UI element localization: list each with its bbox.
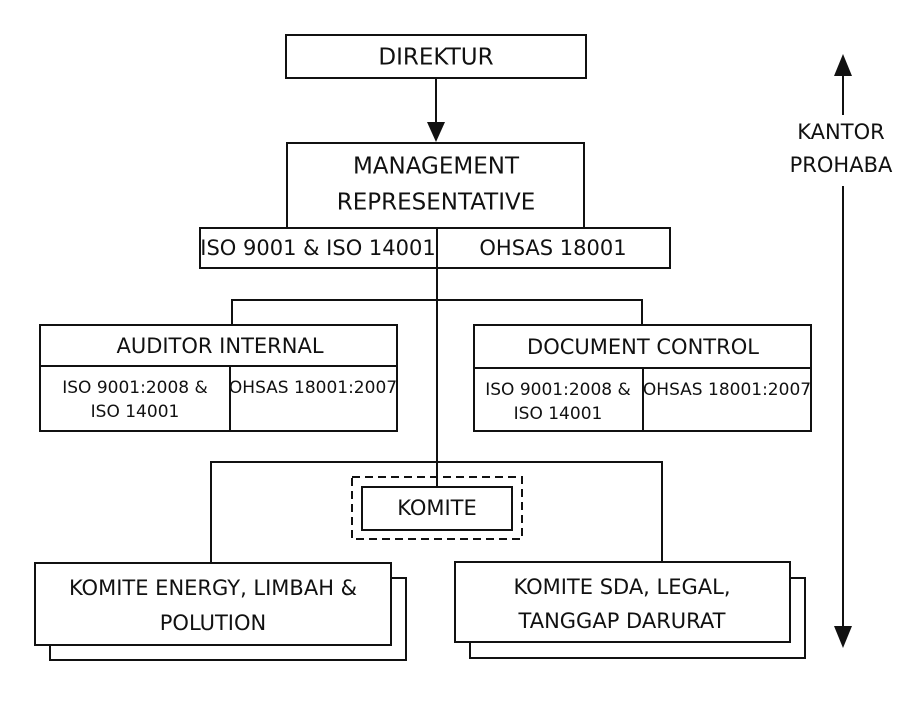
connector-bottom-branch [210, 461, 663, 563]
document-control-title: DOCUMENT CONTROL [527, 335, 759, 359]
connector-middle-branch [231, 299, 643, 325]
mr-standards-box [199, 227, 671, 269]
komite-energy-line-2: POLUTION [160, 611, 266, 635]
mr-standard-ohsas-18001: OHSAS 18001 [479, 236, 626, 260]
komite-energy-box [34, 562, 392, 646]
auditor-internal-iso-line-1: ISO 9001:2008 & [62, 378, 208, 398]
auditor-internal-node: AUDITOR INTERNAL ISO 9001:2008 & ISO 140… [39, 324, 398, 432]
komite-box [361, 486, 513, 531]
arrow-up-icon [834, 54, 852, 76]
komite-sda-line-1: KOMITE SDA, LEGAL, [513, 575, 730, 599]
document-control-ohsas: OHSAS 18001:2007 [643, 380, 811, 400]
komite-energy-node: KOMITE ENERGY, LIMBAH & POLUTION [34, 562, 407, 661]
side-label-line-2: PROHABA [790, 153, 893, 177]
komite-dashed-frame [351, 476, 523, 540]
document-control-iso-line-2: ISO 14001 [514, 404, 603, 424]
side-label-line-1: KANTOR [797, 120, 884, 144]
arrow-down-icon [427, 122, 445, 142]
direktur-box [285, 34, 587, 79]
komite-sda-node: KOMITE SDA, LEGAL, TANGGAP DARURAT [454, 561, 806, 659]
document-control-iso-line-1: ISO 9001:2008 & [485, 380, 631, 400]
auditor-internal-box [39, 324, 398, 432]
direktur-label: DIREKTUR [378, 45, 493, 71]
komite-sda-line-2: TANGGAP DARURAT [518, 609, 726, 633]
arrow-down-icon [834, 626, 852, 648]
mr-standard-iso-9001-14001: ISO 9001 & ISO 14001 [200, 236, 435, 260]
auditor-internal-title: AUDITOR INTERNAL [116, 334, 323, 358]
document-control-node: DOCUMENT CONTROL ISO 9001:2008 & ISO 140… [473, 324, 812, 432]
management-representative-line-2: REPRESENTATIVE [337, 190, 536, 216]
auditor-internal-ohsas: OHSAS 18001:2007 [229, 378, 397, 398]
auditor-internal-iso-line-2: ISO 14001 [91, 402, 180, 422]
komite-label: KOMITE [397, 496, 477, 520]
komite-energy-line-1: KOMITE ENERGY, LIMBAH & [69, 576, 357, 600]
komite-sda-box [454, 561, 791, 643]
management-representative-line-1: MANAGEMENT [353, 154, 520, 180]
